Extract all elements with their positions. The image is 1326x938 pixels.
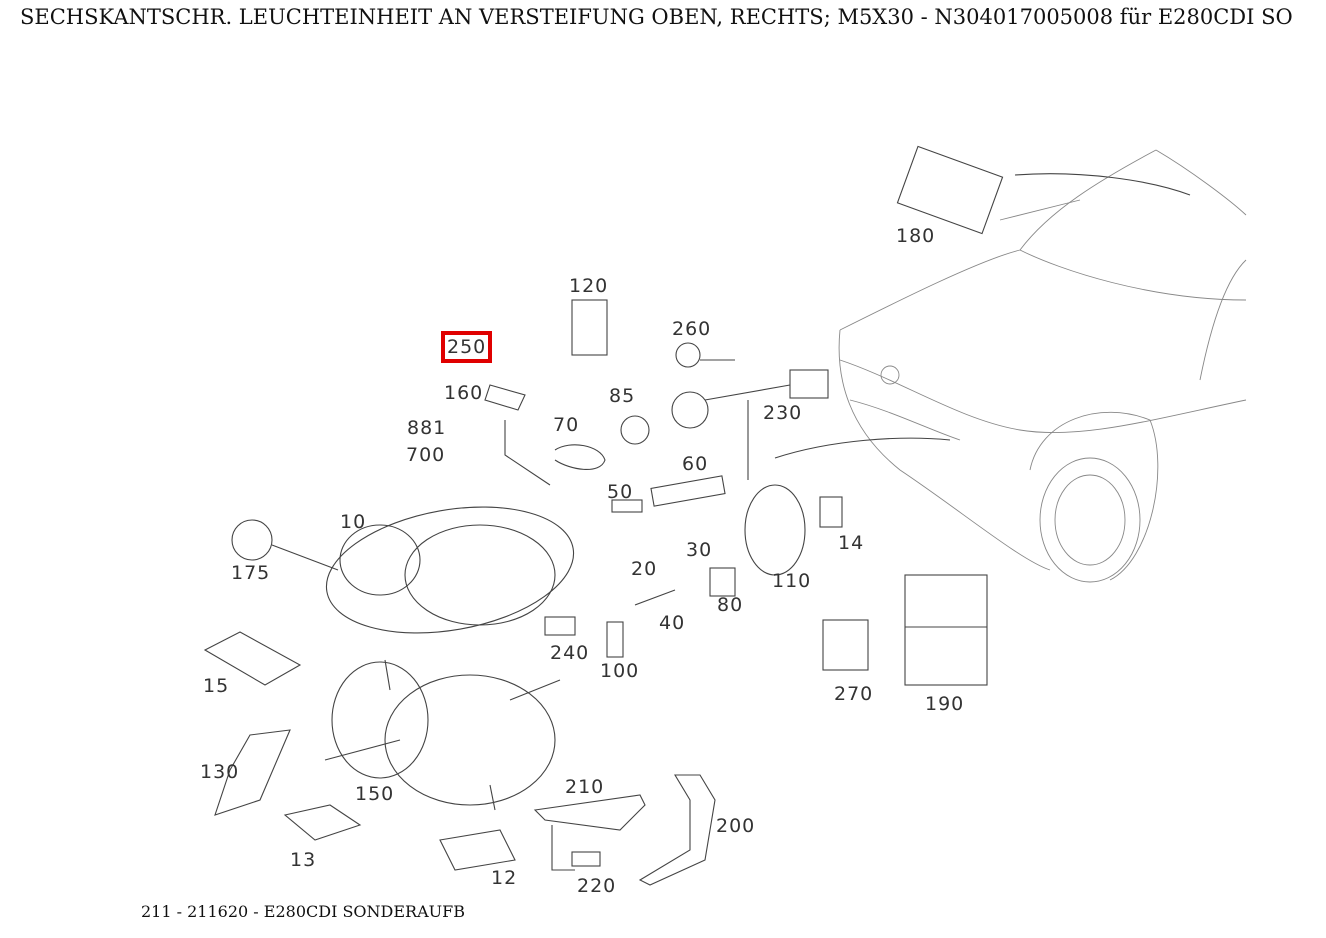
part-label-700[interactable]: 700 — [406, 444, 446, 466]
part-label-30[interactable]: 30 — [686, 539, 713, 561]
part-label-270[interactable]: 270 — [834, 683, 874, 705]
part-label-160[interactable]: 160 — [444, 382, 484, 404]
part-label-120[interactable]: 120 — [569, 275, 609, 297]
part-label-14[interactable]: 14 — [838, 532, 865, 554]
car-outline — [838, 149, 1247, 583]
part-label-80[interactable]: 80 — [717, 594, 744, 616]
part-label-40[interactable]: 40 — [659, 612, 686, 634]
part-label-150[interactable]: 150 — [355, 783, 395, 805]
part-label-230[interactable]: 230 — [763, 402, 803, 424]
part-label-15[interactable]: 15 — [203, 675, 230, 697]
part-label-110[interactable]: 110 — [772, 570, 812, 592]
part-label-190[interactable]: 190 — [925, 693, 965, 715]
part-label-210[interactable]: 210 — [565, 776, 605, 798]
part-label-220[interactable]: 220 — [577, 875, 617, 897]
part-label-85[interactable]: 85 — [609, 385, 636, 407]
part-label-12[interactable]: 12 — [491, 867, 518, 889]
part-label-100[interactable]: 100 — [600, 660, 640, 682]
part-label-130[interactable]: 130 — [200, 761, 240, 783]
part-label-180[interactable]: 180 — [896, 225, 936, 247]
part-label-260[interactable]: 260 — [672, 318, 712, 340]
part-label-200[interactable]: 200 — [716, 815, 756, 837]
footer-caption: 211 - 211620 - E280CDI SONDERAUFB — [141, 902, 465, 921]
part-label-175[interactable]: 175 — [231, 562, 271, 584]
part-label-10[interactable]: 10 — [340, 511, 367, 533]
part-label-250-selected[interactable]: 250 — [440, 331, 493, 363]
part-label-240[interactable]: 240 — [550, 642, 590, 664]
part-label-13[interactable]: 13 — [290, 849, 317, 871]
part-label-60[interactable]: 60 — [682, 453, 709, 475]
part-label-881[interactable]: 881 — [407, 417, 447, 439]
part-sketches — [203, 145, 1004, 886]
page-title: SECHSKANTSCHR. LEUCHTEINHEIT AN VERSTEIF… — [20, 5, 1293, 29]
part-label-70[interactable]: 70 — [553, 414, 580, 436]
part-label-50[interactable]: 50 — [607, 481, 634, 503]
part-label-20[interactable]: 20 — [631, 558, 658, 580]
